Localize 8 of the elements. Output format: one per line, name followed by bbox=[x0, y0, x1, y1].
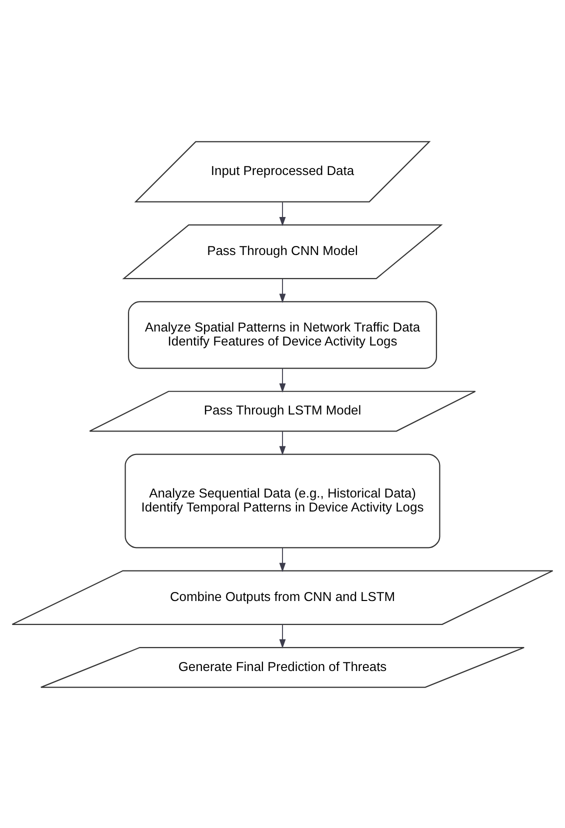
arrow bbox=[279, 430, 286, 455]
arrow bbox=[279, 546, 286, 572]
arrow bbox=[279, 624, 286, 648]
arrow bbox=[279, 367, 286, 392]
node-box: Analyze Spatial Patterns in Network Traffic Data Identify Features of Device Activity Logs bbox=[128, 300, 438, 368]
arrow bbox=[279, 201, 286, 226]
arrow bbox=[279, 278, 286, 303]
node-box: Analyze Sequential Data (e.g., Historical Data) Identify Temporal Patterns in Device Activity Logs bbox=[124, 453, 440, 548]
